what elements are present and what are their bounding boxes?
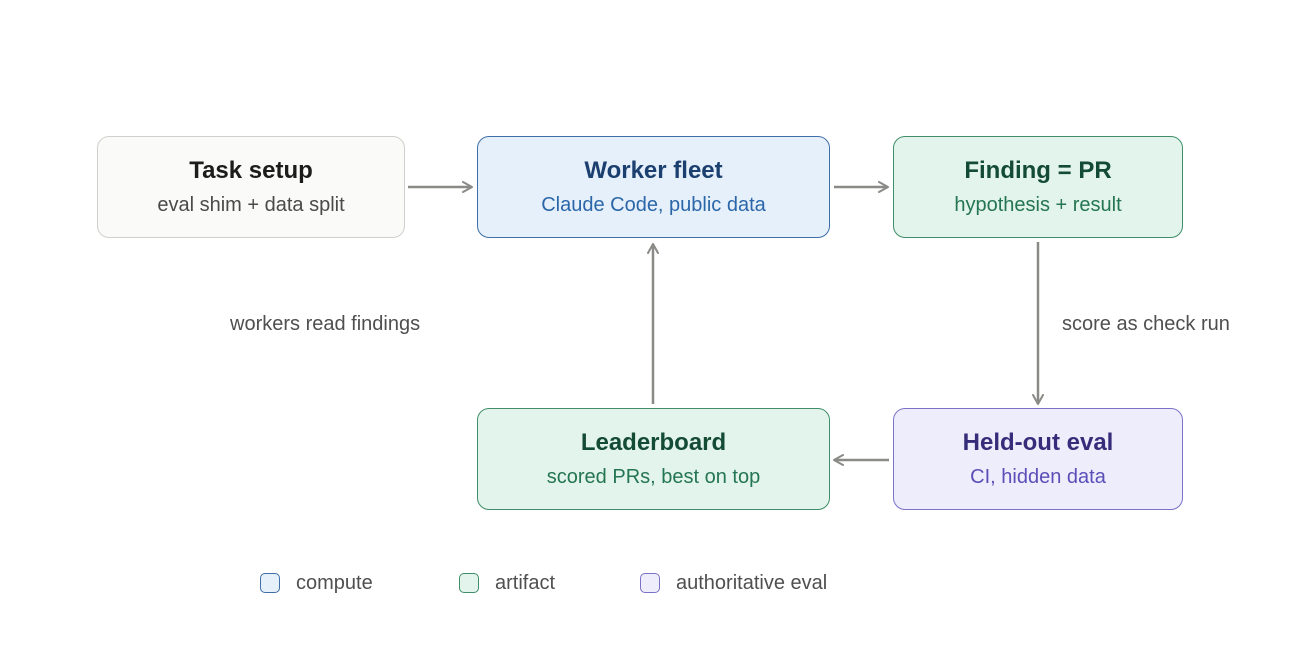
node-task-setup: Task setup eval shim + data split [97, 136, 405, 238]
node-finding-pr-title: Finding = PR [964, 157, 1112, 184]
node-held-out-eval-title: Held-out eval [962, 429, 1114, 456]
node-finding-pr: Finding = PR hypothesis + result [893, 136, 1183, 238]
legend-authoritative-eval-swatch [640, 573, 660, 593]
node-leaderboard-subtitle: scored PRs, best on top [546, 466, 761, 488]
node-held-out-eval: Held-out eval CI, hidden data [893, 408, 1183, 510]
node-worker-fleet: Worker fleet Claude Code, public data [477, 136, 830, 238]
legend-artifact-swatch [459, 573, 479, 593]
legend-authoritative-eval: authoritative eval [640, 570, 827, 596]
node-worker-fleet-subtitle: Claude Code, public data [541, 194, 766, 216]
node-held-out-eval-subtitle: CI, hidden data [970, 466, 1106, 488]
legend-artifact-label: artifact [495, 572, 556, 594]
legend-compute-label: compute [296, 572, 373, 594]
node-finding-pr-subtitle: hypothesis + result [954, 194, 1122, 216]
legend-artifact: artifact [459, 570, 555, 596]
legend-compute-swatch [260, 573, 280, 593]
node-worker-fleet-title: Worker fleet [584, 157, 723, 184]
edge-label-workers-read: workers read findings [230, 313, 421, 335]
node-task-setup-subtitle: eval shim + data split [157, 194, 345, 216]
legend-compute: compute [260, 570, 373, 596]
legend-authoritative-eval-label: authoritative eval [676, 572, 828, 594]
edge-label-score-check: score as check run [1062, 313, 1230, 335]
node-task-setup-title: Task setup [189, 157, 313, 184]
node-leaderboard: Leaderboard scored PRs, best on top [477, 408, 830, 510]
node-leaderboard-title: Leaderboard [580, 429, 727, 456]
